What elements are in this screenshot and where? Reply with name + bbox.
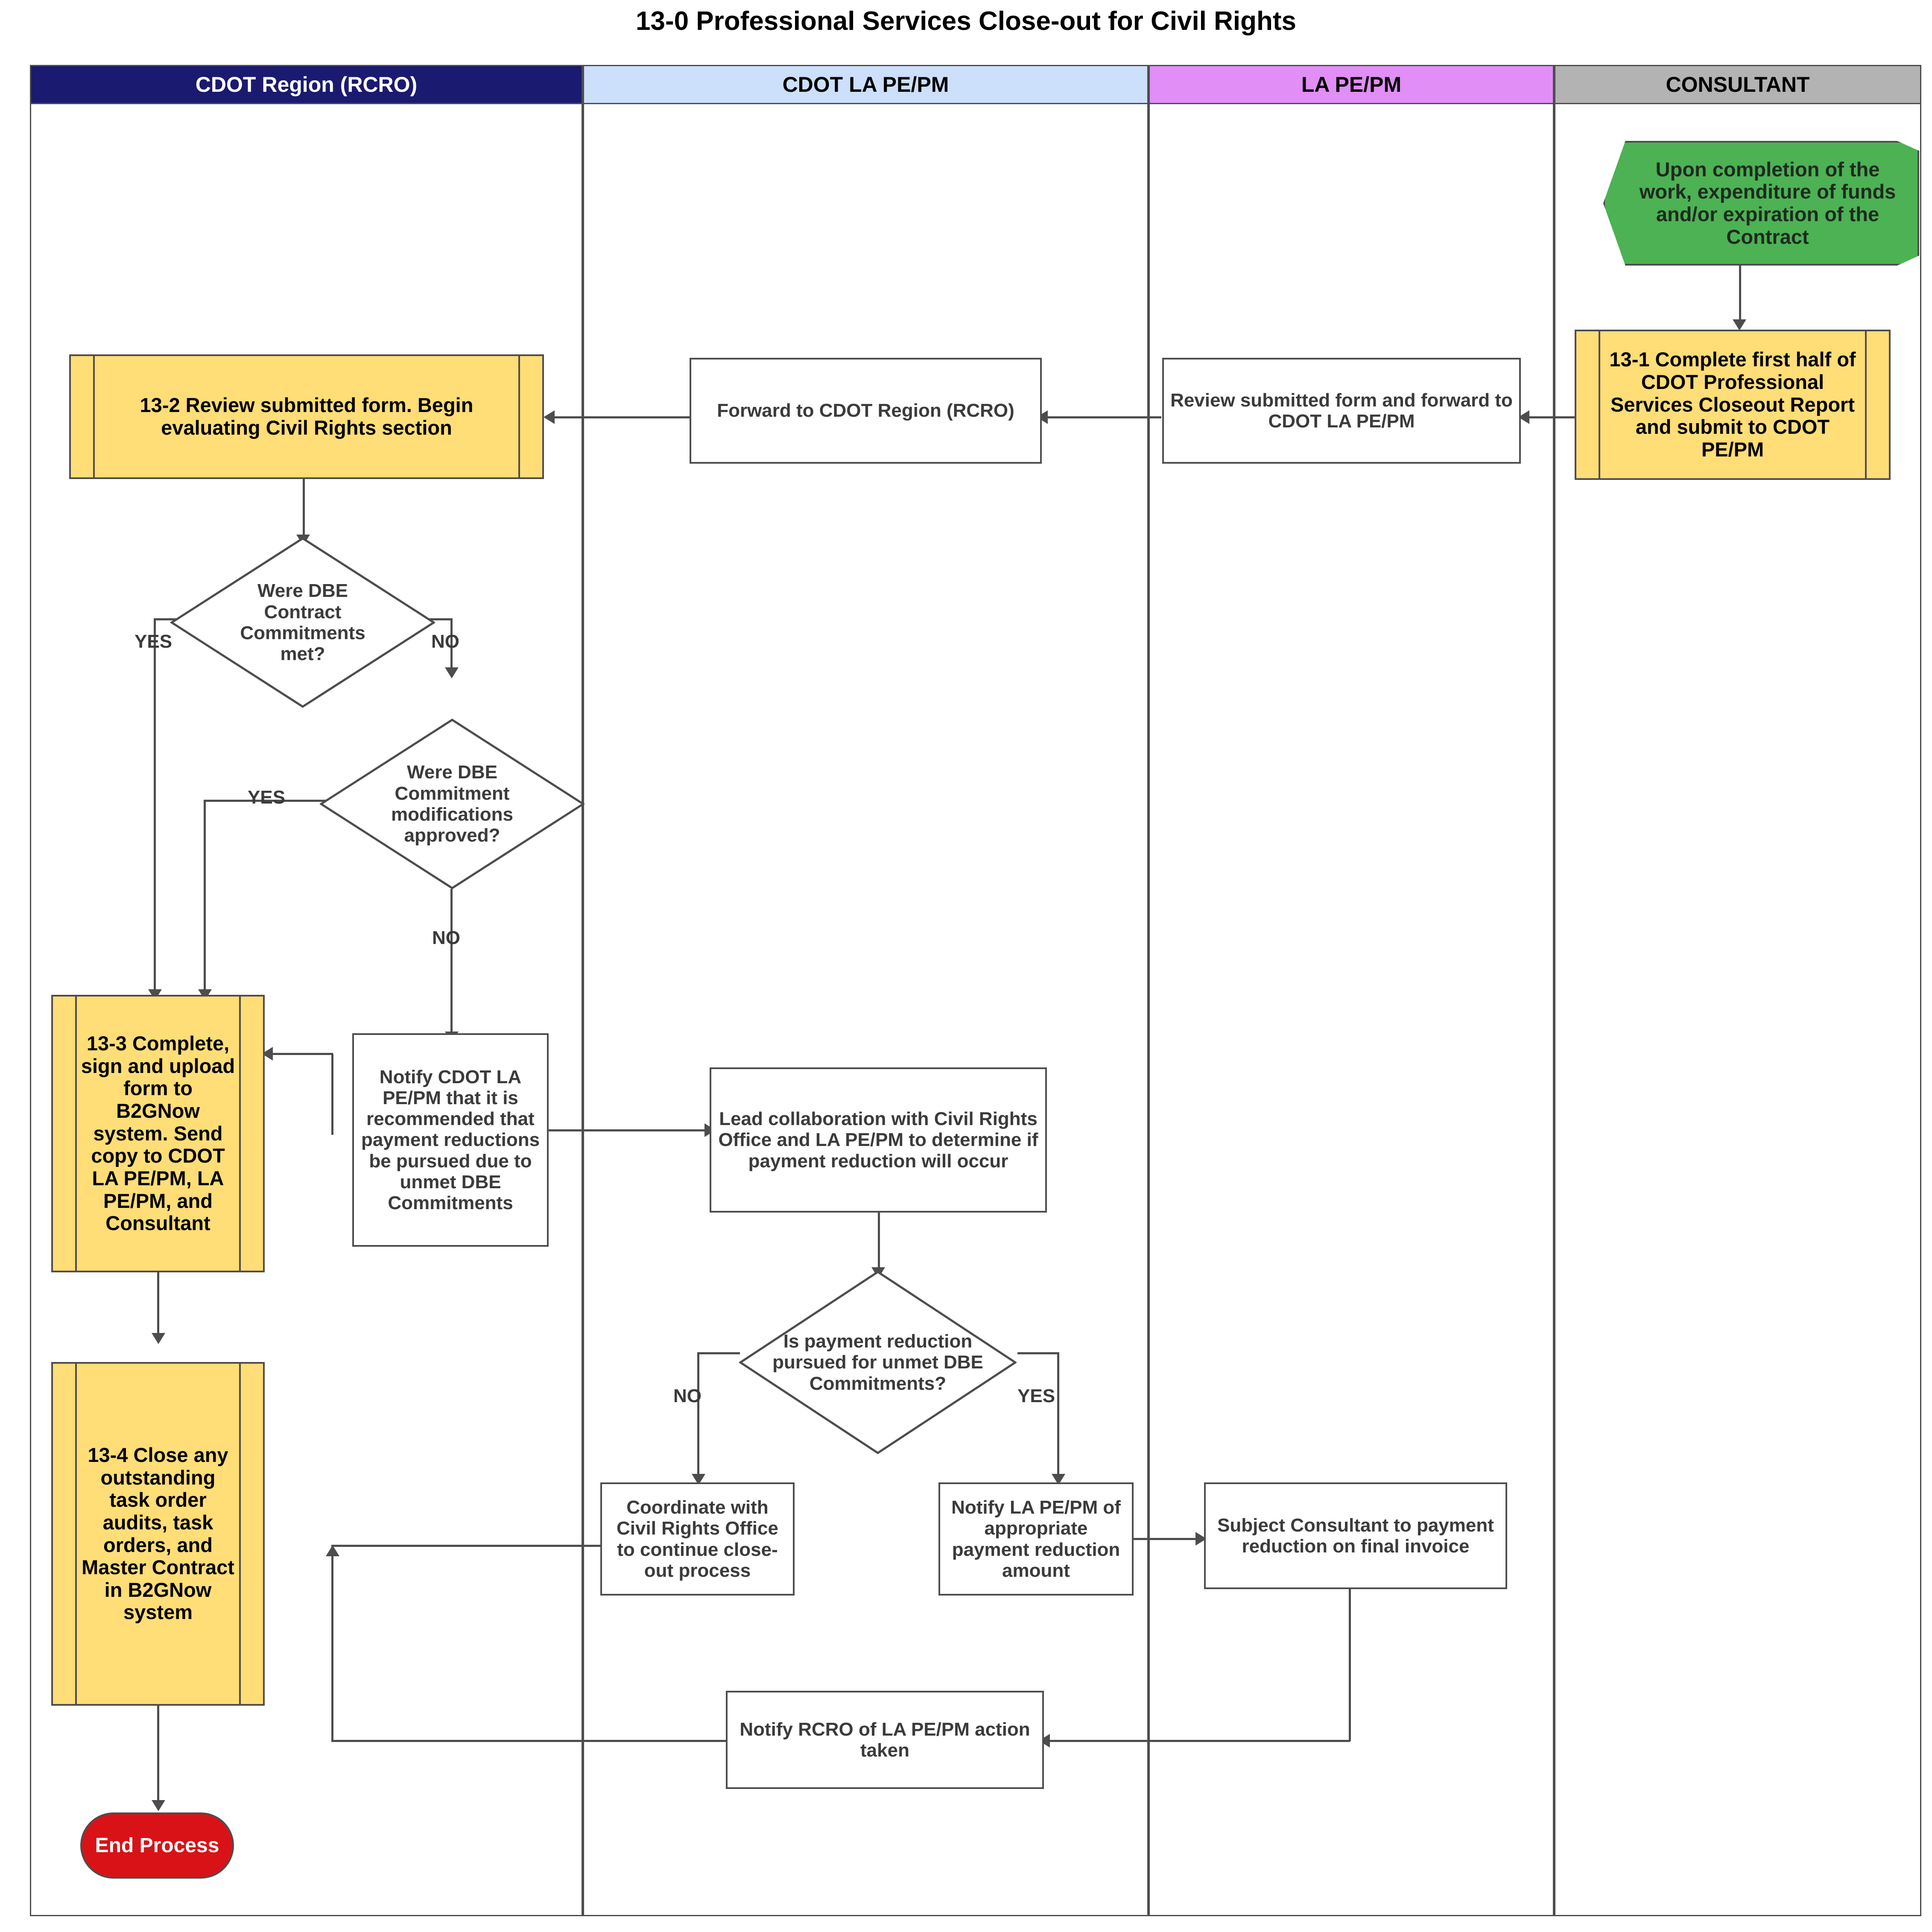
arrowhead-down <box>445 667 459 678</box>
node-13-4[interactable]: 13-4 Close any outstanding task order au… <box>51 1362 265 1706</box>
arrowhead-up <box>326 1545 339 1556</box>
lane-header-consultant: CONSULTANT <box>1554 65 1921 104</box>
node-coordinate-civil-rights[interactable]: Coordinate with Civil Rights Office to c… <box>600 1482 795 1596</box>
edge-start-to-13-1 <box>1739 265 1741 320</box>
node-notify-rcro[interactable]: Notify RCRO of LA PE/PM action taken <box>726 1691 1044 1789</box>
edge-decision1-no-v <box>450 618 453 669</box>
edge-decision3-yes-h <box>1017 1352 1059 1354</box>
node-coordinate-civil-rights-label: Coordinate with Civil Rights Office to c… <box>617 1496 778 1581</box>
node-decision-commitments-met[interactable]: Were DBE Contract Commitments met? <box>170 537 435 708</box>
node-13-3[interactable]: 13-3 Complete, sign and upload form to B… <box>51 995 265 1272</box>
edge-coordinate-to-loop-h <box>331 1545 600 1547</box>
node-13-4-label: 13-4 Close any outstanding task order au… <box>82 1444 234 1624</box>
edge-notify-la-to-subject <box>1134 1538 1198 1540</box>
lane-header-la-pepm: LA PE/PM <box>1149 65 1554 104</box>
node-notify-cdot-la-pepm-label: Notify CDOT LA PE/PM that it is recommen… <box>361 1066 540 1214</box>
node-decision-payment-reduction[interactable]: Is payment reduction pursued for unmet D… <box>739 1271 1017 1454</box>
node-review-and-forward[interactable]: Review submitted form and forward to CDO… <box>1162 358 1521 464</box>
node-notify-cdot-la-pepm[interactable]: Notify CDOT LA PE/PM that it is recommen… <box>352 1033 549 1247</box>
node-lead-collaboration[interactable]: Lead collaboration with Civil Rights Off… <box>710 1067 1047 1213</box>
edge-forward-to-13-2 <box>549 416 690 418</box>
edge-13-2-to-decision1 <box>303 479 305 537</box>
lane-body-cdot-la-pepm <box>583 104 1149 1916</box>
node-13-1-label: 13-1 Complete first half of CDOT Profess… <box>1609 348 1856 461</box>
node-forward-to-rcro[interactable]: Forward to CDOT Region (RCRO) <box>690 358 1042 464</box>
lane-header-cdot-region: CDOT Region (RCRO) <box>30 65 583 104</box>
edge-decision2-yes-h <box>204 800 327 802</box>
arrowhead-left <box>544 410 555 424</box>
node-notify-la-pepm-amount-label: Notify LA PE/PM of appropriate payment r… <box>951 1496 1121 1581</box>
edge-label-no-2: NO <box>432 927 460 948</box>
node-forward-to-rcro-label: Forward to CDOT Region (RCRO) <box>717 400 1014 421</box>
edge-label-yes-2: YES <box>248 787 286 808</box>
node-notify-la-pepm-amount[interactable]: Notify LA PE/PM of appropriate payment r… <box>938 1482 1134 1596</box>
edge-subject-to-notify-rcro-h <box>1044 1740 1350 1742</box>
lane-header-label: LA PE/PM <box>1301 73 1402 96</box>
node-decision-modifications-approved-label: Were DBE Commitment modifications approv… <box>391 762 514 846</box>
edge-decision2-no-v <box>450 889 453 1034</box>
node-review-and-forward-label: Review submitted form and forward to CDO… <box>1170 389 1513 432</box>
start-event-shape: Upon completion of the work, expenditure… <box>1603 141 1919 266</box>
edge-notify-to-13-3-v <box>331 1054 333 1135</box>
arrowhead-down <box>1733 319 1746 330</box>
lane-body-cdot-region <box>30 104 583 1916</box>
node-13-1[interactable]: 13-1 Complete first half of CDOT Profess… <box>1575 330 1891 480</box>
edge-decision2-yes-v <box>204 800 206 992</box>
edge-decision1-no-h <box>416 618 453 620</box>
edge-review-to-forward <box>1042 416 1161 418</box>
edge-notify-rcro-to-loop-v <box>331 1556 333 1741</box>
node-13-2[interactable]: 13-2 Review submitted form. Begin evalua… <box>69 354 544 479</box>
lane-header-label: CDOT Region (RCRO) <box>195 73 418 96</box>
diamond-shape <box>739 1271 1017 1454</box>
lane-body-la-pepm <box>1149 104 1554 1916</box>
node-13-2-label: 13-2 Review submitted form. Begin evalua… <box>140 394 474 439</box>
edge-decision3-no-v <box>697 1352 699 1476</box>
lane-header-label: CDOT LA PE/PM <box>782 73 949 96</box>
edge-label-no-1: NO <box>431 631 459 652</box>
node-lead-collaboration-label: Lead collaboration with Civil Rights Off… <box>718 1108 1038 1172</box>
node-end-process[interactable]: End Process <box>80 1812 234 1879</box>
lane-header-label: CONSULTANT <box>1666 73 1810 96</box>
edge-label-yes-1: YES <box>134 631 172 652</box>
node-notify-rcro-label: Notify RCRO of LA PE/PM action taken <box>739 1719 1030 1761</box>
edge-label-yes-3: YES <box>1017 1385 1055 1406</box>
diamond-shape <box>320 719 585 889</box>
edge-13-4-to-end <box>157 1704 159 1803</box>
edge-decision3-no-h <box>697 1352 740 1354</box>
edge-notify-to-13-3-h <box>267 1053 333 1055</box>
edge-decision1-yes-v <box>154 618 156 992</box>
arrowhead-down <box>152 1800 165 1811</box>
node-decision-payment-reduction-label: Is payment reduction pursued for unmet D… <box>772 1331 983 1394</box>
edge-13-1-to-review <box>1523 416 1575 418</box>
diamond-shape <box>170 537 435 708</box>
node-subject-consultant[interactable]: Subject Consultant to payment reduction … <box>1204 1482 1507 1589</box>
arrowhead-down <box>152 1333 165 1344</box>
node-13-3-label: 13-3 Complete, sign and upload form to B… <box>81 1032 235 1235</box>
edge-13-3-to-13-4 <box>157 1271 159 1335</box>
lane-header-cdot-la-pepm: CDOT LA PE/PM <box>583 65 1149 104</box>
edge-lead-to-decision3 <box>878 1212 880 1269</box>
node-decision-commitments-met-label: Were DBE Contract Commitments met? <box>240 580 365 665</box>
node-end-process-label: End Process <box>95 1834 219 1857</box>
edge-notify-to-lead <box>548 1129 706 1131</box>
edge-decision3-yes-v <box>1057 1352 1059 1476</box>
edge-decision1-yes-h <box>154 618 189 620</box>
edge-label-no-3: NO <box>673 1385 701 1406</box>
node-subject-consultant-label: Subject Consultant to payment reduction … <box>1217 1514 1494 1557</box>
edge-notify-rcro-to-loop-h <box>331 1740 726 1742</box>
start-event-label: Upon completion of the work, expenditure… <box>1639 158 1896 248</box>
page-title: 13-0 Professional Services Close-out for… <box>635 6 1296 36</box>
node-decision-modifications-approved[interactable]: Were DBE Commitment modifications approv… <box>320 719 585 889</box>
lane-body-consultant <box>1554 104 1921 1916</box>
edge-subject-to-notify-rcro-v <box>1349 1587 1351 1741</box>
